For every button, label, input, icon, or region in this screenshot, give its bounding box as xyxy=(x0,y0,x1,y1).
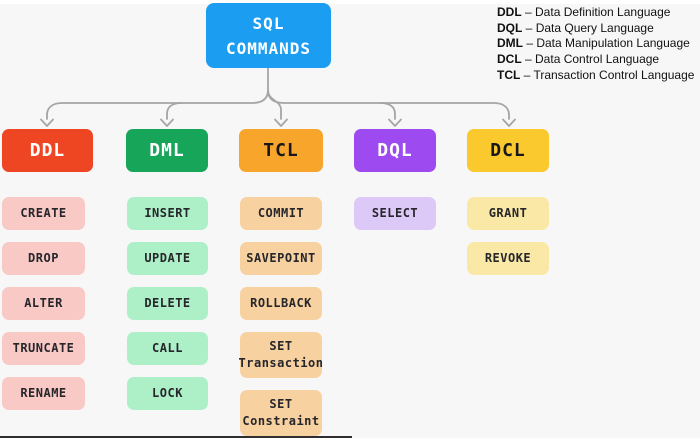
command-node-select: SELECT xyxy=(354,197,436,230)
command-label: LOCK xyxy=(152,386,183,400)
command-node-commit: COMMIT xyxy=(240,197,322,230)
legend-row-tcl: TCL – Transaction Control Language xyxy=(497,67,695,82)
command-label: SAVEPOINT xyxy=(246,251,316,265)
root-node-label-line1: SQL xyxy=(252,13,285,33)
command-label: ROLLBACK xyxy=(250,296,312,310)
command-label: COMMIT xyxy=(257,206,305,220)
command-node-rollback: ROLLBACK xyxy=(240,287,322,320)
top-edge-strip xyxy=(0,0,700,4)
command-node-savepoint: SAVEPOINT xyxy=(240,242,322,275)
command-label: CREATE xyxy=(20,206,67,220)
command-node-revoke: REVOKE xyxy=(467,242,549,275)
command-label: GRANT xyxy=(488,206,528,220)
category-node-tcl: TCL xyxy=(239,129,323,172)
command-node-set-transaction: SET Transaction xyxy=(238,332,324,378)
category-label: DML xyxy=(149,140,185,161)
legend-abbr: TCL xyxy=(497,67,521,82)
command-label: CALL xyxy=(152,341,183,355)
command-node-set-constraint: SET Constraint xyxy=(240,390,322,436)
command-label: SET Constraint xyxy=(242,397,320,428)
command-node-update: UPDATE xyxy=(127,242,208,275)
legend-row-dml: DML – Data Manipulation Language xyxy=(497,36,690,51)
command-label: ALTER xyxy=(24,296,63,310)
command-label: UPDATE xyxy=(144,251,191,265)
legend-row-dql: DQL – Data Query Language xyxy=(497,20,654,35)
command-node-delete: DELETE xyxy=(127,287,208,320)
command-label: SELECT xyxy=(371,206,419,220)
command-label: RENAME xyxy=(20,386,67,400)
category-node-dql: DQL xyxy=(354,129,436,172)
arrowhead-dml xyxy=(160,118,174,127)
legend-name: Data Manipulation Language xyxy=(536,36,690,51)
command-node-grant: GRANT xyxy=(467,197,549,230)
command-node-truncate: TRUNCATE xyxy=(2,332,85,365)
arrowhead-dql xyxy=(388,118,402,127)
command-node-drop: DROP xyxy=(2,242,85,275)
category-label: DCL xyxy=(490,140,526,161)
connector-branch-ddl xyxy=(46,89,269,120)
legend-name: Transaction Control Language xyxy=(533,67,695,82)
legend-row-dcl: DCL – Data Control Language xyxy=(497,52,660,67)
connector-branch-tcl xyxy=(267,89,282,120)
category-node-dcl: DCL xyxy=(467,129,549,172)
command-node-call: CALL xyxy=(127,332,208,365)
command-label: TRUNCATE xyxy=(12,341,75,355)
command-node-alter: ALTER xyxy=(2,287,85,320)
connector-branch-dml xyxy=(166,102,183,120)
category-label: TCL xyxy=(263,140,299,161)
legend-name: Data Definition Language xyxy=(535,5,671,19)
category-node-dml: DML xyxy=(126,129,208,172)
command-label: REVOKE xyxy=(484,251,532,265)
category-label: DQL xyxy=(377,140,413,161)
root-node-sql-commands: SQL COMMANDS xyxy=(206,3,331,68)
command-node-rename: RENAME xyxy=(2,377,85,410)
legend-abbr: DDL xyxy=(497,5,522,19)
command-label: INSERT xyxy=(144,206,191,220)
command-node-lock: LOCK xyxy=(127,377,208,410)
command-node-insert: INSERT xyxy=(127,197,208,230)
bottom-edge-line xyxy=(0,436,352,438)
legend-row-ddl: DDL – Data Definition Language xyxy=(497,5,671,19)
category-node-ddl: DDL xyxy=(2,129,93,172)
connector-branch-dql xyxy=(379,102,396,120)
legend-name: Data Control Language xyxy=(535,52,660,67)
command-label: SET Transaction xyxy=(238,339,324,370)
legend-abbr: DQL xyxy=(497,20,523,35)
arrowhead-dcl xyxy=(502,118,516,127)
command-label: DROP xyxy=(28,251,59,265)
arrowhead-ddl xyxy=(40,118,54,127)
command-label: DELETE xyxy=(144,296,191,310)
category-label: DDL xyxy=(29,140,66,161)
legend-abbr: DCL xyxy=(497,52,522,67)
arrowhead-tcl xyxy=(274,118,288,127)
root-node-label-line2: COMMANDS xyxy=(225,38,312,58)
legend-name: Data Query Language xyxy=(535,20,654,35)
command-node-create: CREATE xyxy=(2,197,85,230)
legend-abbr: DML xyxy=(497,36,523,51)
